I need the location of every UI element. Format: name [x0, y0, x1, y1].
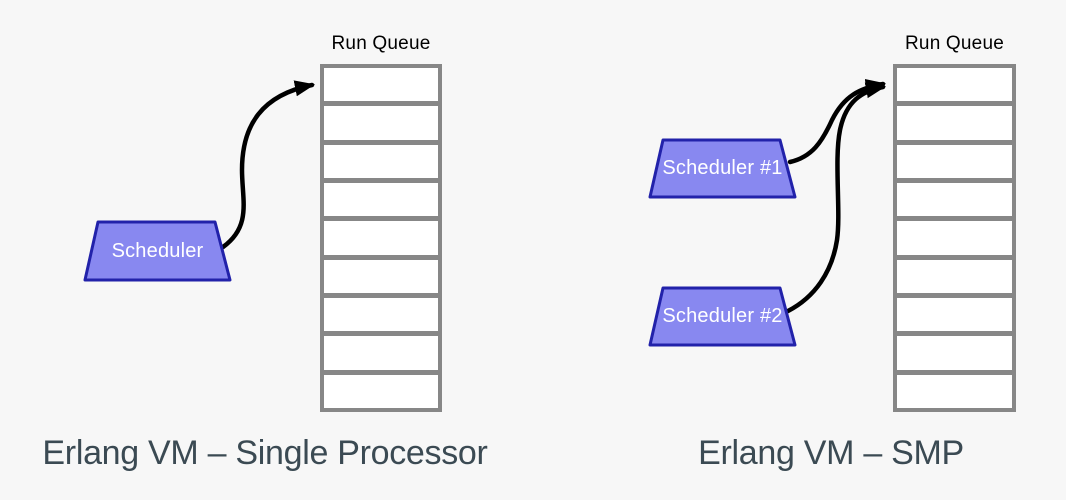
run-queue-cell	[324, 297, 438, 332]
scheduler-trapezoid-single	[83, 220, 232, 282]
run-queue-cell	[324, 336, 438, 370]
caption-smp: Erlang VM – SMP	[698, 434, 964, 472]
run-queue-cell	[897, 106, 1012, 140]
run-queue-cell	[897, 336, 1012, 370]
scheduler-trapezoid-smp2	[648, 286, 797, 347]
run-queue-cell	[897, 144, 1012, 178]
arrow-scheduler1-to-queue	[787, 78, 887, 165]
run-queue-cell	[897, 259, 1012, 293]
run-queue-cell	[324, 106, 438, 140]
run-queue-left	[320, 64, 442, 412]
run-queue-cell	[324, 374, 438, 408]
run-queue-title-right: Run Queue	[905, 33, 1004, 54]
run-queue-cell	[897, 182, 1012, 217]
run-queue-cell	[897, 297, 1012, 332]
run-queue-cell	[324, 182, 438, 217]
arrow-scheduler-to-queue	[220, 80, 316, 250]
run-queue-cell	[897, 68, 1012, 102]
run-queue-cell	[897, 221, 1012, 255]
run-queue-cell	[897, 374, 1012, 408]
run-queue-cell	[324, 259, 438, 293]
run-queue-right	[893, 64, 1016, 412]
run-queue-cell	[324, 68, 438, 102]
run-queue-cell	[324, 144, 438, 178]
arrow-scheduler2-to-queue	[785, 82, 887, 314]
run-queue-title-left: Run Queue	[331, 33, 431, 54]
run-queue-cell	[324, 221, 438, 255]
scheduler-trapezoid-smp1	[648, 138, 797, 199]
caption-single-processor: Erlang VM – Single Processor	[42, 434, 488, 472]
